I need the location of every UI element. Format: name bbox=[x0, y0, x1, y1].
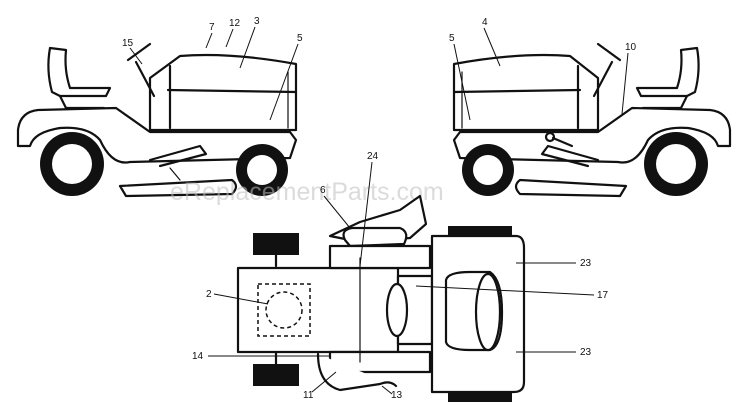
right-mower-deck bbox=[514, 178, 628, 198]
top-view-engine-dashed bbox=[257, 283, 311, 337]
top-view-rear-wheel-upper bbox=[448, 226, 512, 236]
callout-4: 4 bbox=[482, 17, 488, 28]
top-view-rear-wheel-lower bbox=[448, 392, 512, 402]
tractor-top-view bbox=[236, 194, 526, 402]
left-hood bbox=[148, 53, 298, 132]
callout-13: 13 bbox=[391, 390, 403, 401]
tractor-right-side-view bbox=[452, 42, 732, 198]
callout-12: 12 bbox=[229, 18, 241, 29]
callout-23-bottom: 23 bbox=[580, 347, 592, 358]
callout-14: 14 bbox=[192, 351, 204, 362]
callout-6: 6 bbox=[320, 185, 326, 196]
right-seat bbox=[635, 46, 700, 98]
top-view-chute bbox=[316, 352, 398, 392]
callout-23-top: 23 bbox=[580, 258, 592, 269]
left-mower-deck bbox=[118, 178, 238, 198]
callout-10: 10 bbox=[625, 42, 637, 53]
watermark: eReplacementParts.com bbox=[170, 178, 444, 206]
callout-2: 2 bbox=[206, 289, 212, 300]
callout-17: 17 bbox=[597, 290, 609, 301]
callout-11: 11 bbox=[303, 390, 314, 401]
left-body-frame bbox=[16, 106, 298, 164]
callout-5-left: 5 bbox=[297, 33, 303, 44]
top-view-hood bbox=[236, 266, 400, 354]
callout-24: 24 bbox=[367, 151, 379, 162]
callout-3: 3 bbox=[254, 16, 260, 27]
right-body-frame bbox=[452, 106, 732, 164]
right-hood bbox=[452, 53, 600, 132]
tractor-left-side-view bbox=[16, 42, 298, 198]
top-view-front-wheel-upper bbox=[253, 233, 299, 255]
callout-5-right: 5 bbox=[449, 33, 455, 44]
top-view-front-wheel-lower bbox=[253, 364, 299, 386]
callout-7: 7 bbox=[209, 22, 215, 33]
left-seat bbox=[47, 46, 112, 98]
callout-15: 15 bbox=[122, 38, 134, 49]
